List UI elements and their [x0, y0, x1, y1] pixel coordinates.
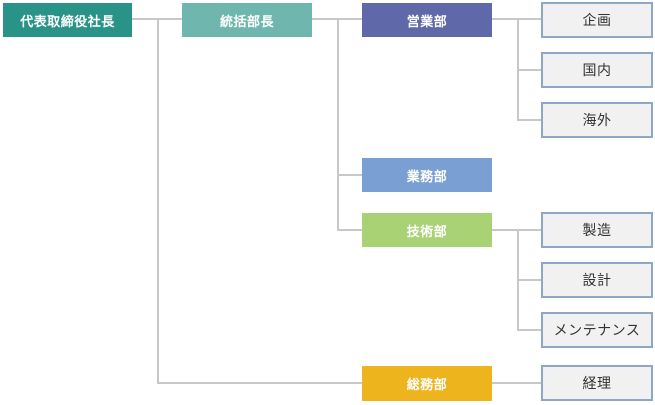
node-president: 代表取締役社長 [3, 3, 132, 37]
connector-to-domestic [517, 69, 542, 71]
connector-to-maintenance [517, 329, 542, 331]
node-section-overseas: 海外 [541, 102, 653, 138]
connector-to-overseas [517, 119, 542, 121]
node-section-maintenance: メンテナンス [541, 312, 653, 348]
connector-to-design [517, 279, 542, 281]
connector-trunk-general-affairs [157, 382, 363, 384]
node-engineering-department: 技術部 [362, 213, 492, 247]
node-section-design: 設計 [541, 262, 653, 298]
node-general-affairs-department: 総務部 [362, 366, 492, 401]
connector-to-operations [337, 174, 363, 176]
node-section-accounting: 経理 [541, 365, 653, 401]
node-section-planning: 企画 [541, 2, 653, 38]
connector-to-engineering [337, 229, 363, 231]
connector-root-trunk [157, 18, 159, 384]
node-general-manager: 統括部長 [182, 3, 312, 37]
connector-general-affairs-accounting [492, 382, 542, 384]
node-section-domestic: 国内 [541, 52, 653, 88]
node-section-manufacturing: 製造 [541, 212, 653, 248]
connector-department-trunk [337, 18, 339, 231]
node-sales-department: 営業部 [362, 3, 492, 37]
node-operations-department: 業務部 [362, 158, 492, 192]
